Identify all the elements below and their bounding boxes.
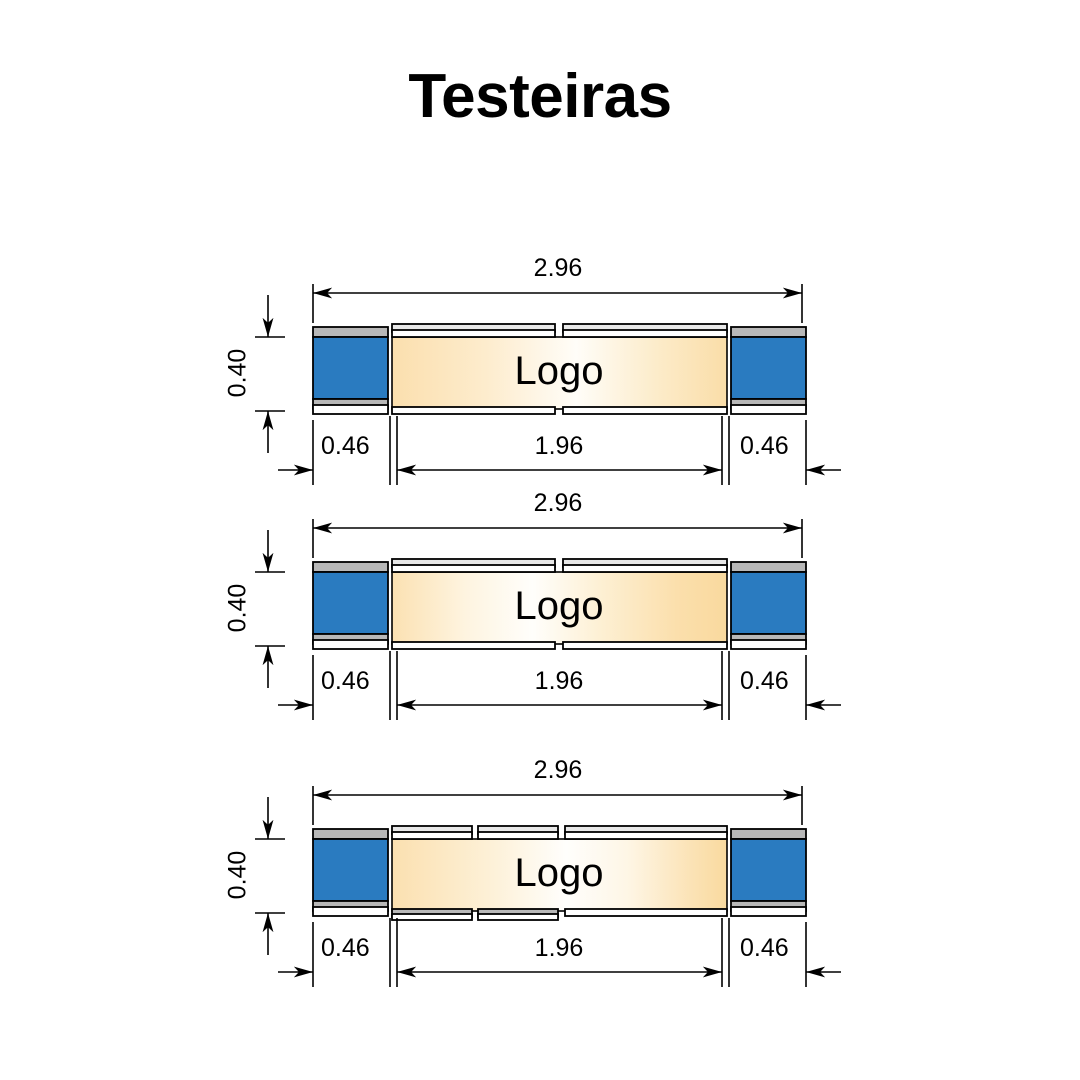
dimension-left-panel-3: 0.46 — [321, 934, 370, 962]
logo-placeholder-2: Logo — [514, 584, 604, 628]
logo-placeholder-3: Logo — [514, 851, 604, 895]
dimension-left-panel-1: 0.46 — [321, 432, 370, 460]
logo-placeholder-1: Logo — [514, 349, 604, 393]
page-title: Testeiras — [408, 62, 672, 131]
dimension-overall-width-1: 2.96 — [533, 254, 583, 282]
dimension-right-panel-2: 0.46 — [740, 667, 789, 695]
dimension-overall-width-3: 2.96 — [533, 756, 583, 784]
dimension-height-3: 0.40 — [223, 850, 252, 900]
dimension-center-panel-3: 1.96 — [534, 934, 584, 962]
dimension-center-panel-2: 1.96 — [534, 667, 584, 695]
dimension-center-panel-1: 1.96 — [534, 432, 584, 460]
dimension-left-panel-2: 0.46 — [321, 667, 370, 695]
dimension-right-panel-1: 0.46 — [740, 432, 789, 460]
dimension-right-panel-3: 0.46 — [740, 934, 789, 962]
dimension-height-2: 0.40 — [223, 583, 252, 633]
dimension-overall-width-2: 2.96 — [533, 489, 583, 517]
dimension-height-1: 0.40 — [223, 348, 252, 398]
